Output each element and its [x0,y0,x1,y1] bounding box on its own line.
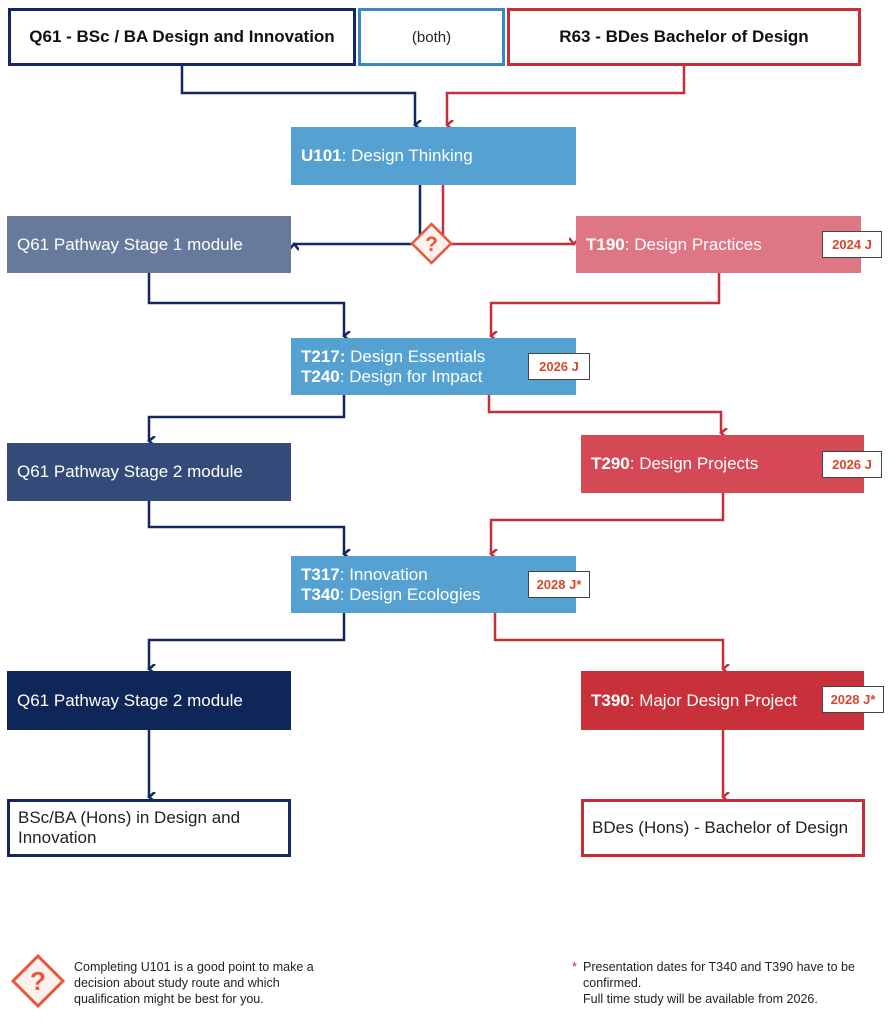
q61-stage1-label: Q61 Pathway Stage 1 module [17,234,243,254]
outcome-bsc-label: BSc/BA (Hons) in Design and Innovation [18,808,241,847]
question-diamond-icon: ? [410,222,453,265]
module-t290: T290: Design Projects [581,435,864,493]
footnote: * Presentation dates for T340 and T390 h… [572,959,872,1007]
outcome-bdes-label: BDes (Hons) - Bachelor of Design [592,818,849,837]
footnote-line2: Full time study will be available from 2… [583,992,818,1006]
t340-code: T340 [301,584,340,604]
q61-header: Q61 - BSc / BA Design and Innovation [8,8,356,66]
u101-title: : Design Thinking [341,146,473,165]
connector-u101-t190 [441,185,574,244]
connector-t317-stage2b [149,613,346,669]
q61-header-label: Q61 - BSc / BA Design and Innovation [29,27,335,46]
t290-badge: 2026 J [822,451,882,478]
connector-r63-u101 [447,66,686,125]
decision-diamond: ? [410,222,453,265]
connector-q61-u101 [180,66,415,125]
question-diamond-icon: ? [10,953,66,1009]
t390-code: T390 [591,690,630,710]
module-q61-stage2a: Q61 Pathway Stage 2 module [7,443,291,501]
connector-u101-stage1 [294,185,422,244]
connector-stage1-t217 [147,273,344,336]
t190-badge: 2024 J [822,231,882,258]
footnote-star: * [572,960,577,974]
connector-t217-stage2a [149,395,346,441]
module-t190: T190: Design Practices [576,216,861,273]
outcome-bdes: BDes (Hons) - Bachelor of Design [581,799,865,857]
both-header: (both) [358,8,505,66]
footnote-line1: Presentation dates for T340 and T390 hav… [583,960,855,990]
r63-header-label: R63 - BDes Bachelor of Design [559,27,809,46]
q61-stage2a-label: Q61 Pathway Stage 2 module [17,462,243,481]
connector-t317-t390 [493,613,723,669]
t390-title: : Major Design Project [629,690,797,710]
legend-decision-note: Completing U101 is a good point to make … [74,960,314,1006]
outcome-bsc: BSc/BA (Hons) in Design and Innovation [7,799,291,857]
connector-t217-t290 [487,395,721,433]
q61-stage2b-label: Q61 Pathway Stage 2 module [17,690,243,710]
both-header-label: (both) [411,28,452,46]
svg-text:?: ? [425,233,438,256]
connector-t190-t217 [491,273,721,336]
connector-t290-t317 [491,493,725,554]
t190-code: T190 [586,234,625,254]
t317-badge: 2028 J* [528,571,590,598]
t240-title: : Design for Impact [339,366,483,386]
t317-title: : Innovation [339,564,428,584]
module-t390: T390: Major Design Project [581,671,864,730]
legend-decision-icon: ? [10,953,66,1009]
t240-code: T240 [301,366,340,386]
t217-badge: 2026 J [528,353,590,380]
t390-badge: 2028 J* [822,686,884,713]
t217-code: T217: [301,346,346,366]
t290-code: T290 [591,454,630,473]
connector-stage2a-t317 [147,501,344,554]
u101-code: U101 [301,146,342,165]
r63-header: R63 - BDes Bachelor of Design [507,8,861,66]
module-q61-stage2b: Q61 Pathway Stage 2 module [7,671,291,730]
t340-title: : Design Ecologies [339,584,481,604]
t190-title: : Design Practices [624,234,762,254]
t217-title: Design Essentials [345,346,486,366]
t290-title: : Design Projects [629,454,759,473]
module-u101: U101: Design Thinking [291,127,576,185]
module-q61-stage1: Q61 Pathway Stage 1 module [7,216,291,273]
svg-text:?: ? [30,966,46,996]
module-t217-t240: T217: Design Essentials T240: Design for… [291,338,576,395]
t317-code: T317 [301,564,340,584]
